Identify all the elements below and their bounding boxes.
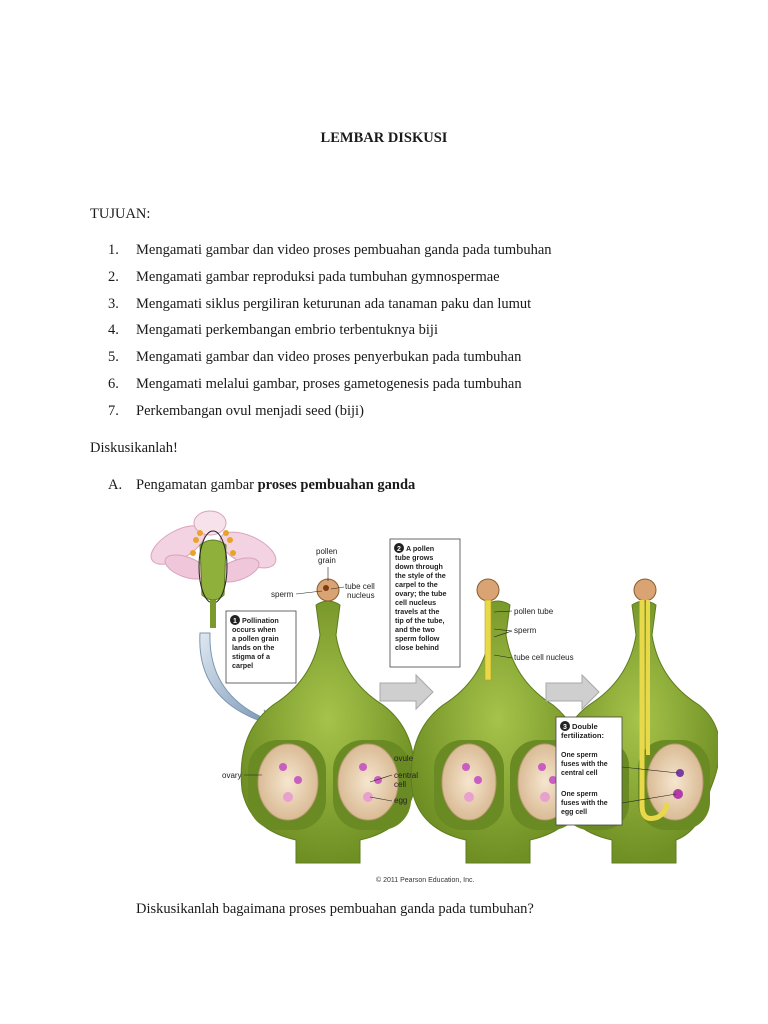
objective-number: 5. bbox=[108, 349, 119, 366]
step-1-line: lands on the bbox=[232, 643, 274, 652]
objective-item: 2. Mengamati gambar reproduksi pada tumbu… bbox=[108, 269, 552, 296]
stage-2-labels: pollen tube sperm tube cell nucleus bbox=[493, 607, 574, 662]
label-ovary: ovary bbox=[222, 771, 242, 780]
page-title: LEMBAR DISKUSI bbox=[320, 130, 448, 146]
copyright-text: © 2011 Pearson Education, Inc. bbox=[376, 876, 474, 884]
label-sperm: sperm bbox=[271, 590, 294, 599]
step-2-line: and the two bbox=[395, 625, 436, 634]
step-2-line: cell nucleus bbox=[395, 598, 436, 607]
step-1-callout: 1 Pollination occurs when a pollen grain… bbox=[225, 610, 297, 684]
step-3-line: central cell bbox=[561, 770, 598, 777]
double-fertilization-figure: pollen grain sperm tube cell nucleus ova… bbox=[150, 510, 718, 884]
step-2-line: travels at the bbox=[395, 607, 439, 616]
objective-text: Mengamati gambar reproduksi pada tumbuha… bbox=[136, 268, 500, 285]
step-1-line: occurs when bbox=[232, 625, 276, 634]
objectives-list: 1. Mengamati gambar dan video proses pemb… bbox=[108, 242, 552, 430]
label-pollen-grain-2: grain bbox=[318, 556, 336, 565]
label-pollen-grain-1: pollen bbox=[316, 547, 337, 556]
objective-item: 5. Mengamati gambar dan video proses peny… bbox=[108, 349, 552, 376]
step-1-line: Pollination bbox=[242, 616, 279, 625]
discussion-question: Diskusikanlah bagaimana proses pembuahan… bbox=[136, 901, 534, 917]
step-2-line: tip of the tube, bbox=[395, 616, 445, 625]
step-3-line: fuses with the bbox=[561, 800, 608, 807]
objective-text: Mengamati gambar dan video proses penyer… bbox=[136, 349, 522, 366]
label-egg: egg bbox=[394, 796, 407, 805]
step-1-line: carpel bbox=[232, 661, 253, 670]
step-1-line: a pollen grain bbox=[232, 634, 279, 643]
step-3-line: egg cell bbox=[561, 809, 587, 816]
objective-item: 7. Perkembangan ovul menjadi seed (biji) bbox=[108, 403, 552, 430]
objective-text: Mengamati melalui gambar, proses gametog… bbox=[136, 375, 522, 392]
objective-number: 4. bbox=[108, 322, 119, 339]
step-2-line: down through bbox=[395, 562, 443, 571]
step-2-line: sperm follow bbox=[395, 634, 440, 643]
step-3-callout: 3 Double fertilization: One sperm fuses … bbox=[555, 716, 679, 826]
discuss-label: Diskusikanlah! bbox=[90, 440, 178, 456]
step-3-number: 3 bbox=[563, 724, 567, 731]
label-ovule: ovule bbox=[394, 754, 414, 763]
step-2-line: tube grows bbox=[395, 553, 433, 562]
flower-illustration bbox=[150, 510, 277, 628]
objective-text: Mengamati siklus pergiliran keturunan ad… bbox=[136, 295, 532, 312]
objective-item: 4. Mengamati perkembangan embrio terbentu… bbox=[108, 322, 552, 349]
objective-item: 1. Mengamati gambar dan video proses pemb… bbox=[108, 242, 552, 269]
step-1-line: stigma of a bbox=[232, 652, 271, 661]
objective-number: 3. bbox=[108, 295, 119, 312]
step-3-title: Double bbox=[572, 722, 598, 731]
step-2-number: 2 bbox=[397, 546, 401, 553]
step-2-callout: 2 A pollen tube grows down through the s… bbox=[389, 538, 461, 668]
objective-text: Mengamati perkembangan embrio terbentukn… bbox=[136, 322, 438, 339]
arrow-right-icon bbox=[545, 673, 600, 711]
step-3-line: One sperm bbox=[561, 752, 598, 759]
objective-item: 3. Mengamati siklus pergiliran keturunan … bbox=[108, 296, 552, 323]
label-sperm-2: sperm bbox=[514, 626, 537, 635]
section-letter: A. bbox=[108, 477, 123, 493]
objective-number: 6. bbox=[108, 375, 119, 392]
stage-1-labels: pollen grain sperm tube cell nucleus ova… bbox=[222, 547, 418, 805]
section-bold-text: proses pembuahan ganda bbox=[257, 477, 416, 493]
arrow-right-icon bbox=[379, 673, 434, 711]
step-2-line: close behind bbox=[395, 643, 439, 652]
section-a-heading: A. Pengamatan gambar proses pembuahan ga… bbox=[108, 477, 415, 494]
objective-text: Mengamati gambar dan video proses pembua… bbox=[136, 242, 552, 258]
step-2-line: A pollen bbox=[406, 544, 434, 553]
step-1-number: 1 bbox=[233, 618, 237, 625]
section-prefix: Pengamatan gambar bbox=[136, 477, 258, 493]
step-2-line: ovary; the tube bbox=[395, 589, 447, 598]
step-3-line: One sperm bbox=[561, 791, 598, 798]
label-tube-cell-1: tube cell bbox=[345, 582, 375, 591]
objective-number: 1. bbox=[108, 242, 119, 258]
tujuan-label: TUJUAN: bbox=[90, 206, 151, 222]
label-central-1: central bbox=[394, 771, 418, 780]
label-central-2: cell bbox=[394, 780, 406, 789]
step-2-line: carpel to the bbox=[395, 580, 438, 589]
label-tube-cell-nucleus: tube cell nucleus bbox=[514, 653, 574, 662]
step-3-line: fuses with the bbox=[561, 761, 608, 768]
label-tube-cell-2: nucleus bbox=[347, 591, 375, 600]
objective-number: 7. bbox=[108, 402, 119, 419]
step-3-title: fertilization: bbox=[561, 731, 604, 740]
objective-number: 2. bbox=[108, 268, 119, 285]
objective-item: 6. Mengamati melalui gambar, proses gamet… bbox=[108, 376, 552, 403]
objective-text: Perkembangan ovul menjadi seed (biji) bbox=[136, 402, 364, 419]
label-pollen-tube: pollen tube bbox=[514, 607, 554, 616]
step-2-line: the style of the bbox=[395, 571, 446, 580]
